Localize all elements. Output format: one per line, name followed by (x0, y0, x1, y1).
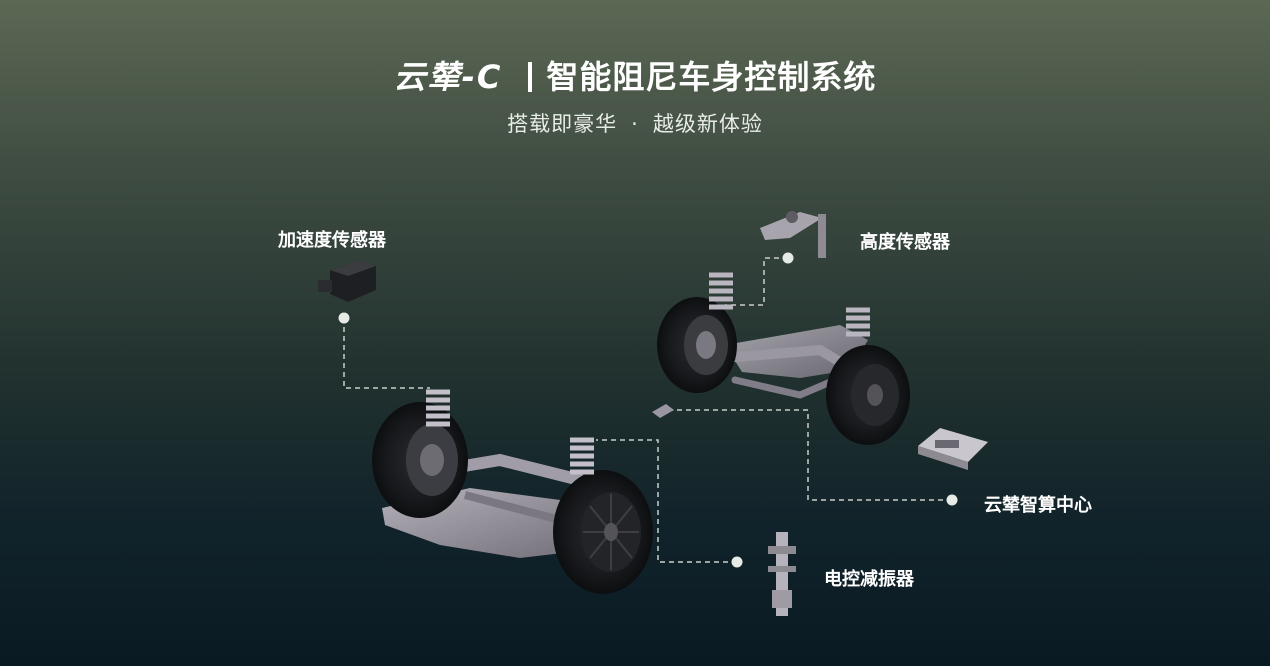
page-subtitle: 搭载即豪华 · 越级新体验 (0, 108, 1270, 138)
accel-sensor-part (318, 260, 376, 302)
label-height-sensor: 高度传感器 (860, 232, 950, 253)
bracket-part (652, 404, 674, 418)
front-right-wheel (553, 470, 653, 594)
dot-accel (338, 312, 350, 324)
rear-springs (709, 272, 870, 337)
subtitle-right: 越级新体验 (652, 112, 763, 136)
height-sensor-part (760, 211, 826, 258)
rear-right-wheel (826, 345, 910, 445)
label-accel-sensor: 加速度传感器 (278, 230, 386, 251)
subtitle-dot: · (631, 112, 639, 136)
title-separator (528, 62, 533, 92)
leader-damper (596, 439, 737, 563)
damper-part (768, 532, 796, 616)
leader-compute (672, 409, 952, 501)
dot-height (782, 252, 794, 264)
dot-damper (731, 556, 743, 568)
rear-left-wheel (657, 297, 737, 393)
leader-height (725, 257, 788, 306)
label-compute-center: 云辇智算中心 (984, 495, 1092, 516)
subtitle-left: 搭载即豪华 (507, 112, 618, 136)
dot-compute (946, 494, 958, 506)
leader-dots (338, 252, 958, 568)
label-damper: 电控减振器 (824, 569, 914, 590)
leader-lines (343, 257, 952, 563)
leader-accel (343, 318, 430, 389)
title-text: 智能阻尼车身控制系统 (546, 58, 877, 96)
page-title: 云辇-C 智能阻尼车身控制系统 (0, 52, 1270, 98)
front-left-wheel (372, 402, 468, 518)
brand-name: 云辇-C (393, 58, 503, 96)
compute-center-part (918, 428, 988, 470)
front-springs (426, 389, 594, 475)
